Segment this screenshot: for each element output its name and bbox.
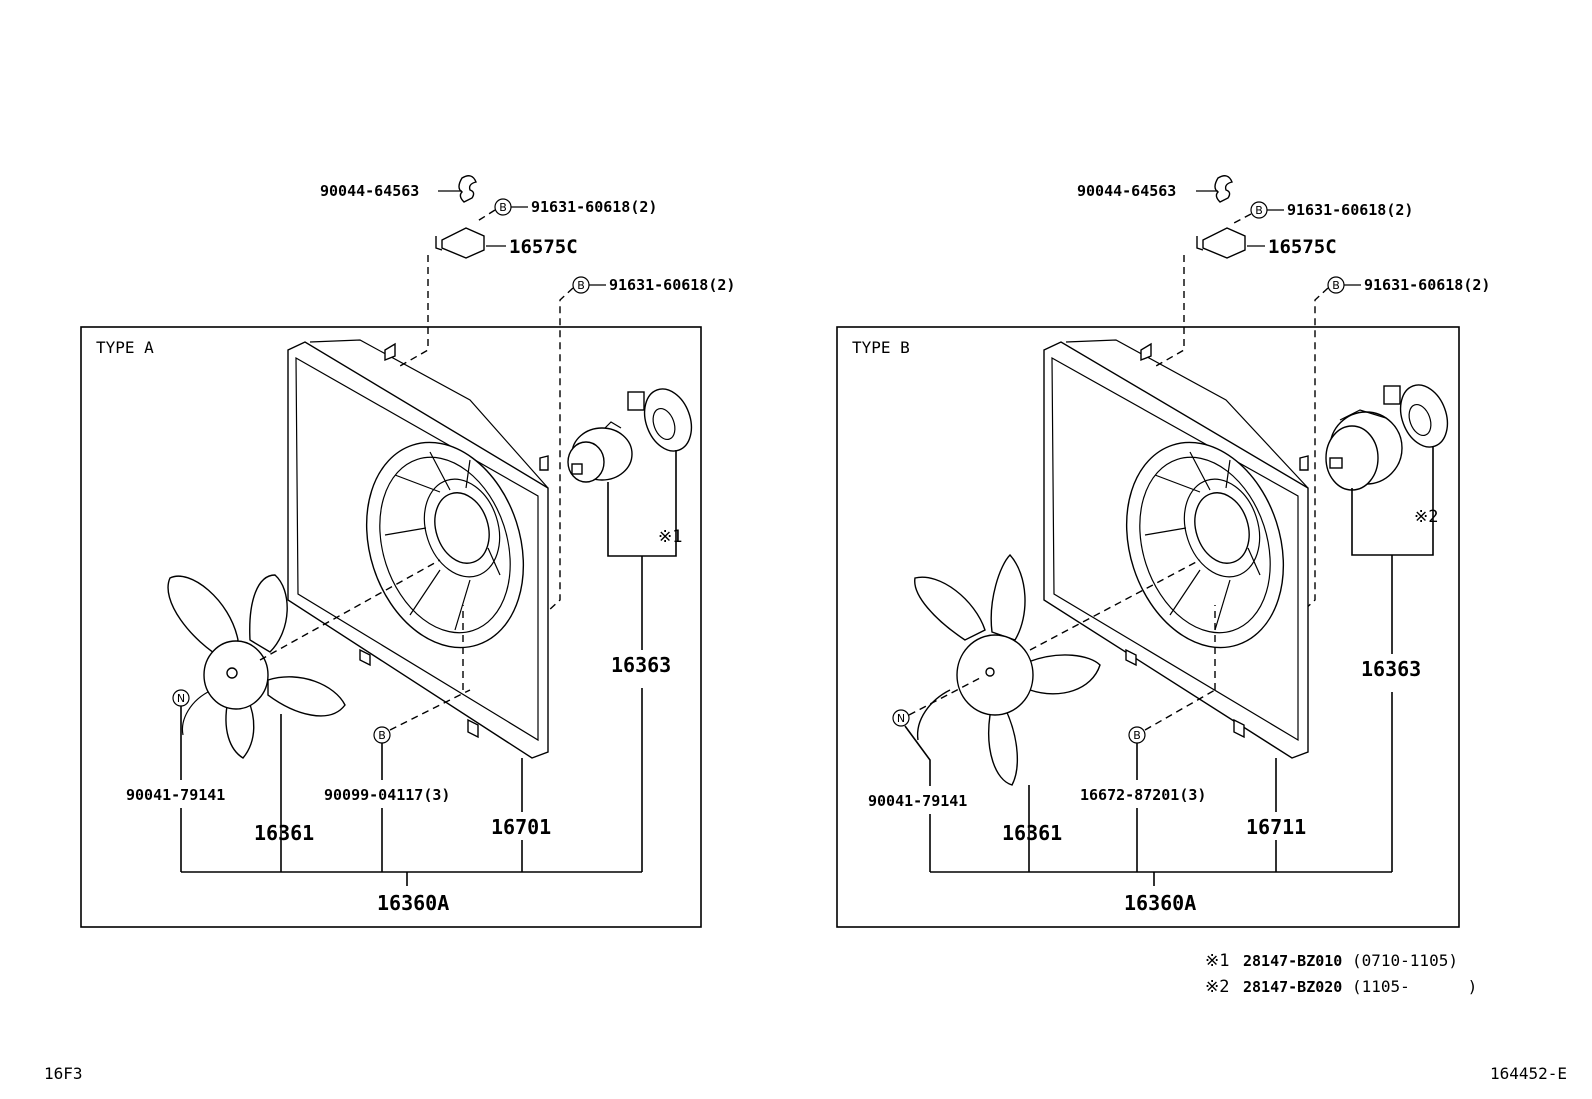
note-2-range: (1105- ) (1352, 977, 1477, 996)
figure-id: 164452-E (1490, 1064, 1567, 1083)
fan-icon (914, 553, 1101, 786)
motor-part-label[interactable]: 16363 (611, 653, 671, 677)
fan-icon (167, 574, 346, 759)
clip-part-label[interactable]: 90044-64563 (320, 182, 419, 200)
panel-a-frame (80, 326, 702, 928)
svg-text:B: B (1332, 279, 1340, 292)
bracket-icon (1196, 227, 1246, 259)
fan-part-label[interactable]: 16361 (254, 821, 314, 845)
motor-cover-icon (1383, 384, 1449, 448)
panel-a-type-label: TYPE A (96, 338, 154, 357)
panel-b-type-label: TYPE B (852, 338, 910, 357)
motor-cover-icon (627, 388, 693, 452)
screw-part-label[interactable]: 16672-87201(3) (1080, 786, 1206, 804)
motor-icon (1325, 409, 1403, 491)
panel-b-frame (836, 326, 1460, 928)
shroud-part-label[interactable]: 16701 (491, 815, 551, 839)
nut-n-icon (892, 709, 910, 727)
bracket-icon (435, 227, 485, 259)
page-code: 16F3 (44, 1064, 83, 1083)
svg-text:B: B (577, 279, 585, 292)
svg-text:N: N (897, 712, 905, 725)
bracket-part-label[interactable]: 16575C (509, 236, 578, 258)
motor-icon (567, 421, 633, 483)
bracket-part-label[interactable]: 16575C (1268, 236, 1337, 258)
clip-icon (458, 175, 477, 203)
note-mark-b: ※2 (1414, 507, 1438, 527)
shroud-icon (287, 339, 549, 759)
note-mark-a: ※1 (658, 527, 682, 547)
note-1-range: (0710-1105) (1352, 951, 1458, 970)
bolt-top-part-label[interactable]: 91631-60618(2) (1287, 201, 1413, 219)
fan-part-label[interactable]: 16361 (1002, 821, 1062, 845)
note-2-part[interactable]: 28147-BZ020 (1243, 978, 1342, 996)
svg-text:B: B (378, 729, 386, 742)
nut-part-label[interactable]: 90041-79141 (868, 792, 967, 810)
svg-text:B: B (499, 201, 507, 214)
svg-text:B: B (1255, 204, 1263, 217)
bolt-top-part-label[interactable]: 91631-60618(2) (531, 198, 657, 216)
nut-part-label[interactable]: 90041-79141 (126, 786, 225, 804)
note-2-mark: ※2 (1205, 977, 1229, 997)
shroud-icon (1043, 339, 1309, 759)
bolt-motor-part-label[interactable]: 91631-60618(2) (609, 276, 735, 294)
svg-text:B: B (1133, 729, 1141, 742)
screw-part-label[interactable]: 90099-04117(3) (324, 786, 450, 804)
note-1-mark: ※1 (1205, 951, 1229, 971)
note-1-part[interactable]: 28147-BZ010 (1243, 952, 1342, 970)
svg-text:N: N (177, 692, 185, 705)
panel-type-a: TYPE A 90044-64563 B 91631-60618(2) 1657… (80, 175, 735, 928)
panel-type-b: TYPE B 90044-64563 B 91631-60618(2) 1657… (836, 175, 1490, 928)
assembly-part-label[interactable]: 16360A (1124, 891, 1196, 915)
clip-part-label[interactable]: 90044-64563 (1077, 182, 1176, 200)
bolt-motor-part-label[interactable]: 91631-60618(2) (1364, 276, 1490, 294)
notes: ※1 28147-BZ010 (0710-1105) ※2 28147-BZ02… (1205, 951, 1477, 997)
motor-part-label[interactable]: 16363 (1361, 657, 1421, 681)
clip-icon (1214, 175, 1233, 203)
assembly-part-label[interactable]: 16360A (377, 891, 449, 915)
shroud-part-label[interactable]: 16711 (1246, 815, 1306, 839)
